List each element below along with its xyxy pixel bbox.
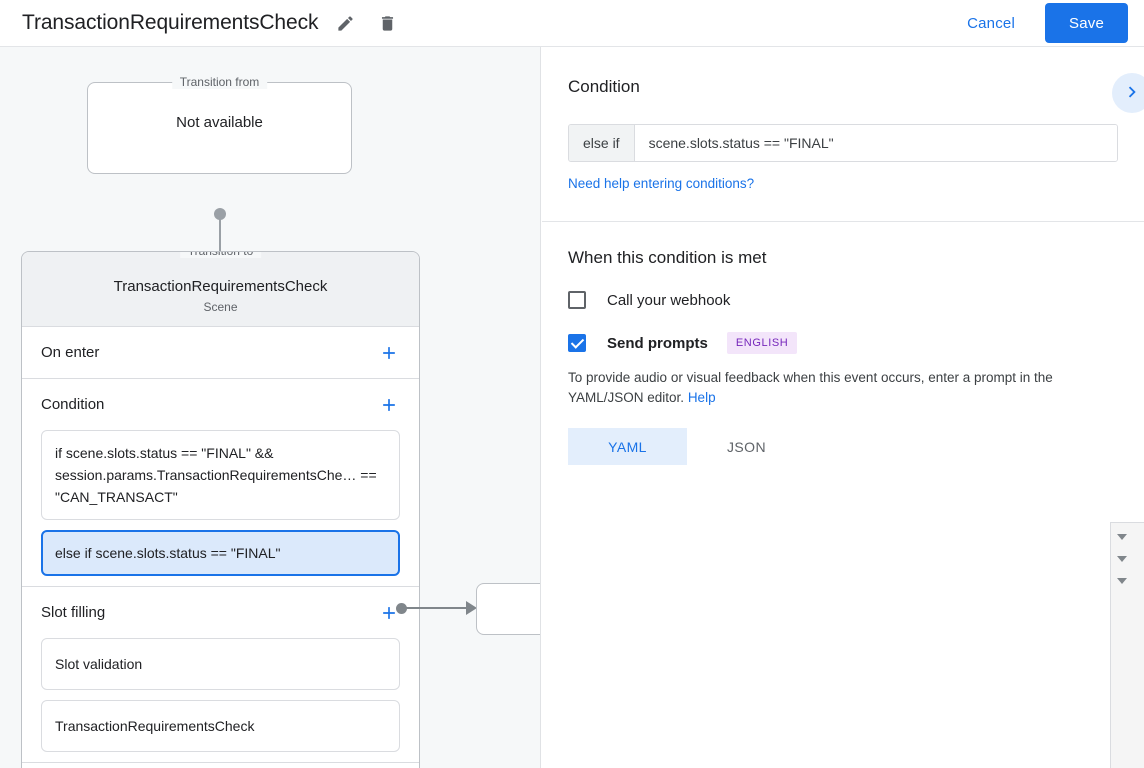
section-header-condition: Condition (22, 379, 419, 430)
add-slot-filling-button[interactable] (378, 602, 400, 624)
condition-list: if scene.slots.status == "FINAL" && sess… (22, 430, 419, 576)
yaml-code-editor[interactable]: 1 2 3 4 5 candidates: - first_simple: va… (1110, 522, 1144, 768)
tab-json[interactable]: JSON (687, 428, 806, 465)
send-prompts-row: Send prompts ENGLISH (568, 332, 1118, 354)
fold-toggle-icon[interactable] (1111, 548, 1133, 570)
connector-line (219, 214, 221, 262)
next-node-box[interactable] (476, 583, 541, 635)
edit-title-button[interactable] (330, 8, 360, 38)
scene-diagram-panel: Transition from Not available Transition… (0, 47, 541, 768)
save-button[interactable]: Save (1045, 3, 1128, 43)
chevron-right-icon (1121, 81, 1143, 106)
condition-operator-label: else if (569, 125, 635, 161)
add-condition-button[interactable] (378, 394, 400, 416)
call-webhook-label: Call your webhook (607, 291, 731, 309)
transition-to-card: Transition to TransactionRequirementsChe… (21, 251, 420, 768)
section-title-slot-filling: Slot filling (41, 604, 106, 621)
when-condition-met-region: When this condition is met Call your web… (542, 222, 1144, 465)
trash-icon (378, 14, 397, 33)
condition-input-row: else if (568, 124, 1118, 162)
line-number: 5 (1133, 614, 1144, 636)
tab-yaml[interactable]: YAML (568, 428, 687, 465)
plus-icon (379, 603, 399, 623)
plus-icon (379, 343, 399, 363)
code-line-numbers: 1 2 3 4 5 (1133, 523, 1144, 768)
plus-icon (379, 395, 399, 415)
prompt-help-link[interactable]: Help (687, 390, 716, 405)
condition-heading: Condition (568, 77, 640, 96)
language-badge: ENGLISH (726, 332, 798, 354)
cancel-button[interactable]: Cancel (953, 7, 1029, 40)
code-fold-gutter (1111, 523, 1133, 768)
editor-format-tabs: YAML JSON (568, 428, 1118, 465)
section-condition: Condition if scene.slots.status == "FINA… (22, 379, 419, 587)
section-title-on-enter: On enter (41, 344, 100, 361)
scene-header[interactable]: TransactionRequirementsCheck Scene (22, 252, 419, 327)
send-prompts-label: Send prompts (607, 334, 708, 352)
scene-name: TransactionRequirementsCheck (113, 278, 328, 295)
pencil-icon (336, 14, 355, 33)
when-condition-met-heading: When this condition is met (568, 248, 767, 267)
line-number: 3 (1133, 570, 1144, 592)
line-number: 4 (1133, 592, 1144, 614)
top-app-bar: TransactionRequirementsCheck Cancel Save (0, 0, 1144, 47)
webhook-row: Call your webhook (568, 291, 1118, 309)
condition-region: Condition else if Need help entering con… (542, 47, 1144, 222)
fold-toggle-icon[interactable] (1111, 570, 1133, 592)
condition-expression-input[interactable] (634, 125, 1117, 161)
call-webhook-checkbox[interactable] (568, 291, 586, 309)
section-title-condition: Condition (41, 396, 105, 413)
transition-from-legend: Transition from (171, 75, 268, 89)
slot-filling-chip[interactable]: Slot validation (41, 638, 400, 690)
panel-collapse-button[interactable] (1112, 73, 1144, 113)
scene-type: Scene (203, 300, 238, 314)
section-header-slot-filling: Slot filling (22, 587, 419, 638)
section-slot-filling: Slot filling Slot validation Transaction… (22, 587, 419, 763)
send-prompts-checkbox[interactable] (568, 334, 586, 352)
transition-to-legend: Transition to (179, 252, 262, 258)
slot-filling-chip[interactable]: TransactionRequirementsCheck (41, 700, 400, 752)
page-title: TransactionRequirementsCheck (22, 11, 319, 34)
condition-details-panel: Condition else if Need help entering con… (542, 47, 1144, 768)
add-on-enter-button[interactable] (378, 342, 400, 364)
edge-source-dot (396, 603, 407, 614)
line-number: 1 (1133, 526, 1144, 548)
delete-button[interactable] (372, 8, 402, 38)
section-header-on-enter: On enter (22, 327, 419, 378)
prompt-description: To provide audio or visual feedback when… (568, 368, 1118, 408)
condition-chip[interactable]: if scene.slots.status == "FINAL" && sess… (41, 430, 400, 520)
section-on-enter: On enter (22, 327, 419, 379)
prompt-description-text: To provide audio or visual feedback when… (568, 370, 1053, 405)
condition-chip-selected[interactable]: else if scene.slots.status == "FINAL" (41, 530, 400, 576)
edge-arrow-icon (466, 601, 477, 615)
transition-from-value: Not available (176, 114, 263, 131)
line-number: 2 (1133, 548, 1144, 570)
transition-from-box[interactable]: Transition from Not available (87, 75, 352, 174)
condition-help-link[interactable]: Need help entering conditions? (568, 176, 755, 191)
fold-toggle-icon[interactable] (1111, 526, 1133, 548)
slot-filling-list: Slot validation TransactionRequirementsC… (22, 638, 419, 752)
topbar-actions: Cancel Save (953, 3, 1128, 43)
edge-line (406, 607, 470, 609)
